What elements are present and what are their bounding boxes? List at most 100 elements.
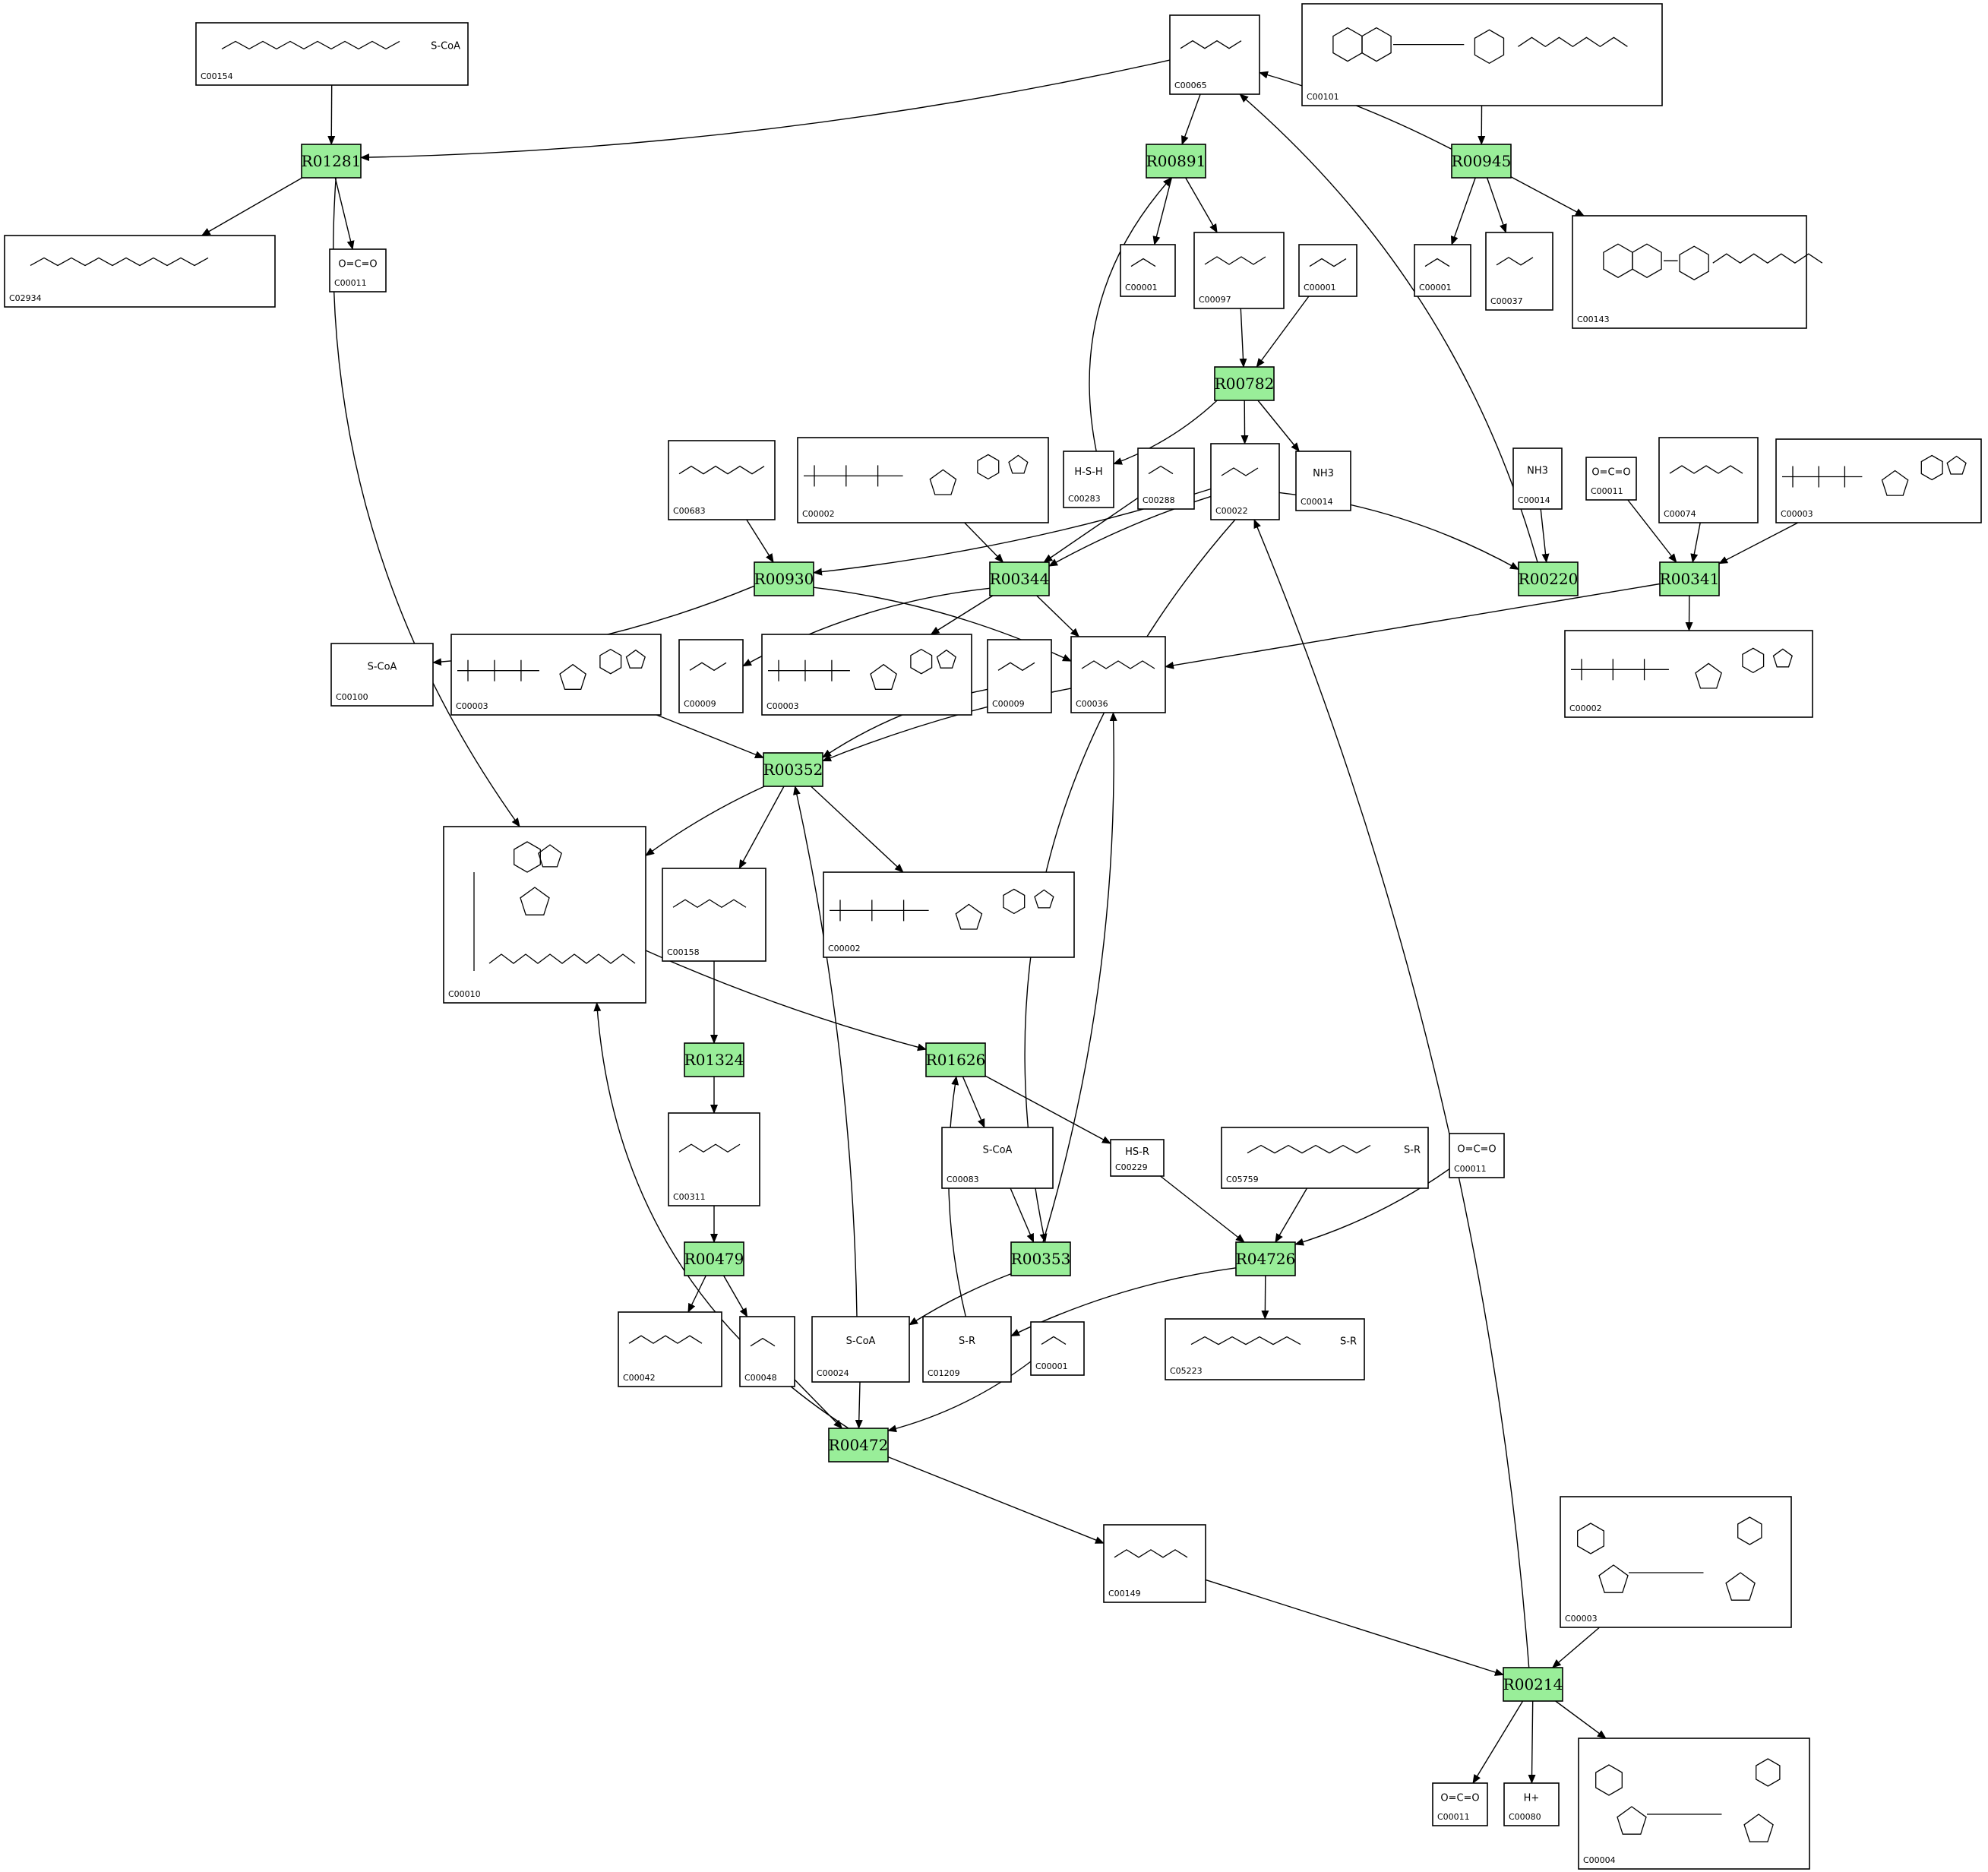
reaction-r00214[interactable]: R00214 xyxy=(1503,1667,1563,1702)
reaction-r00479[interactable]: R00479 xyxy=(684,1241,744,1276)
compound-box[interactable] xyxy=(195,22,469,86)
compound-c00149[interactable]: C00149 xyxy=(1103,1524,1206,1603)
compound-c00003[interactable]: C00003 xyxy=(1560,1496,1792,1628)
compound-box[interactable] xyxy=(668,440,776,520)
compound-c00009[interactable]: C00009 xyxy=(987,639,1052,713)
compound-c00288[interactable]: C00288 xyxy=(1137,447,1195,510)
compound-c00158[interactable]: C00158 xyxy=(662,868,766,962)
reaction-r01324[interactable]: R01324 xyxy=(684,1042,744,1077)
compound-c00074[interactable]: C00074 xyxy=(1658,437,1759,523)
compound-box[interactable] xyxy=(1030,1321,1085,1376)
reaction-r00945[interactable]: R00945 xyxy=(1451,144,1512,179)
compound-c00311[interactable]: C00311 xyxy=(668,1112,760,1206)
reaction-r00341[interactable]: R00341 xyxy=(1659,561,1720,596)
compound-c00003[interactable]: C00003 xyxy=(450,634,662,716)
compound-box[interactable] xyxy=(922,1316,1012,1383)
compound-box[interactable] xyxy=(987,639,1052,713)
reaction-box[interactable] xyxy=(1659,561,1720,596)
compound-box[interactable] xyxy=(1775,438,1982,523)
compound-c00001[interactable]: C00001 xyxy=(1298,244,1357,297)
compound-box[interactable] xyxy=(1298,244,1357,297)
compound-box[interactable] xyxy=(1165,1318,1365,1380)
compound-c00002[interactable]: C00002 xyxy=(797,437,1049,523)
reaction-r04726[interactable]: R04726 xyxy=(1235,1241,1296,1276)
compound-box[interactable] xyxy=(1414,244,1471,297)
compound-box[interactable] xyxy=(678,639,744,713)
compound-c00143[interactable]: C00143 xyxy=(1572,215,1823,329)
reaction-box[interactable] xyxy=(828,1428,889,1462)
compound-c00042[interactable]: C00042 xyxy=(618,1311,722,1387)
compound-c00001[interactable]: C00001 xyxy=(1030,1321,1085,1376)
compound-box[interactable] xyxy=(1169,14,1260,95)
compound-c00037[interactable]: C00037 xyxy=(1485,232,1553,311)
compound-box[interactable] xyxy=(4,235,276,308)
compound-c00065[interactable]: C00065 xyxy=(1169,14,1260,95)
compound-box[interactable] xyxy=(823,871,1075,958)
compound-box[interactable] xyxy=(1210,443,1280,520)
reaction-box[interactable] xyxy=(754,561,814,596)
compound-c00002[interactable]: C00002 xyxy=(823,871,1075,958)
compound-box[interactable] xyxy=(1120,244,1176,297)
compound-box[interactable] xyxy=(739,1316,795,1387)
compound-c00003[interactable]: C00003 xyxy=(1775,438,1982,523)
compound-box[interactable] xyxy=(1572,215,1807,329)
compound-box[interactable] xyxy=(1432,1782,1488,1826)
reaction-r00344[interactable]: R00344 xyxy=(989,561,1050,596)
compound-c00683[interactable]: C00683 xyxy=(668,440,776,520)
compound-box[interactable] xyxy=(618,1311,722,1387)
compound-box[interactable] xyxy=(1193,232,1285,309)
reaction-box[interactable] xyxy=(1503,1667,1563,1702)
reaction-box[interactable] xyxy=(1010,1241,1071,1276)
compound-c00009[interactable]: C00009 xyxy=(678,639,744,713)
compound-box[interactable] xyxy=(1301,3,1663,106)
compound-c00010[interactable]: C00010 xyxy=(443,826,646,1004)
compound-box[interactable] xyxy=(761,634,972,716)
compound-box[interactable] xyxy=(1564,630,1813,718)
compound-box[interactable] xyxy=(1560,1496,1792,1628)
reaction-r00353[interactable]: R00353 xyxy=(1010,1241,1071,1276)
compound-c00080[interactable]: H+C00080 xyxy=(1503,1782,1560,1826)
reaction-box[interactable] xyxy=(1214,366,1275,401)
compound-box[interactable] xyxy=(1578,1738,1810,1870)
compound-box[interactable] xyxy=(1658,437,1759,523)
compound-box[interactable] xyxy=(662,868,766,962)
reaction-r00782[interactable]: R00782 xyxy=(1214,366,1275,401)
compound-box[interactable] xyxy=(668,1112,760,1206)
compound-c00101[interactable]: C00101 xyxy=(1301,3,1663,106)
compound-c02934[interactable]: C02934 xyxy=(4,235,276,308)
compound-c00048[interactable]: C00048 xyxy=(739,1316,795,1387)
reaction-r00472[interactable]: R00472 xyxy=(828,1428,889,1462)
compound-box[interactable] xyxy=(1585,457,1637,501)
reaction-r00352[interactable]: R00352 xyxy=(763,752,823,787)
compound-c00097[interactable]: C00097 xyxy=(1193,232,1285,309)
compound-box[interactable] xyxy=(1512,447,1563,510)
compound-c00003[interactable]: C00003 xyxy=(761,634,972,716)
compound-box[interactable] xyxy=(1063,451,1114,508)
compound-box[interactable] xyxy=(811,1316,910,1383)
reaction-r01626[interactable]: R01626 xyxy=(925,1042,986,1077)
reaction-box[interactable] xyxy=(925,1042,986,1077)
reaction-box[interactable] xyxy=(1451,144,1512,179)
reaction-box[interactable] xyxy=(301,144,362,179)
compound-box[interactable] xyxy=(1221,1127,1429,1189)
reaction-box[interactable] xyxy=(763,752,823,787)
reaction-box[interactable] xyxy=(1235,1241,1296,1276)
reaction-box[interactable] xyxy=(989,561,1050,596)
reaction-r00891[interactable]: R00891 xyxy=(1146,144,1206,179)
reaction-r00220[interactable]: R00220 xyxy=(1518,561,1579,596)
compound-box[interactable] xyxy=(797,437,1049,523)
compound-box[interactable] xyxy=(1295,451,1351,511)
compound-box[interactable] xyxy=(443,826,646,1004)
